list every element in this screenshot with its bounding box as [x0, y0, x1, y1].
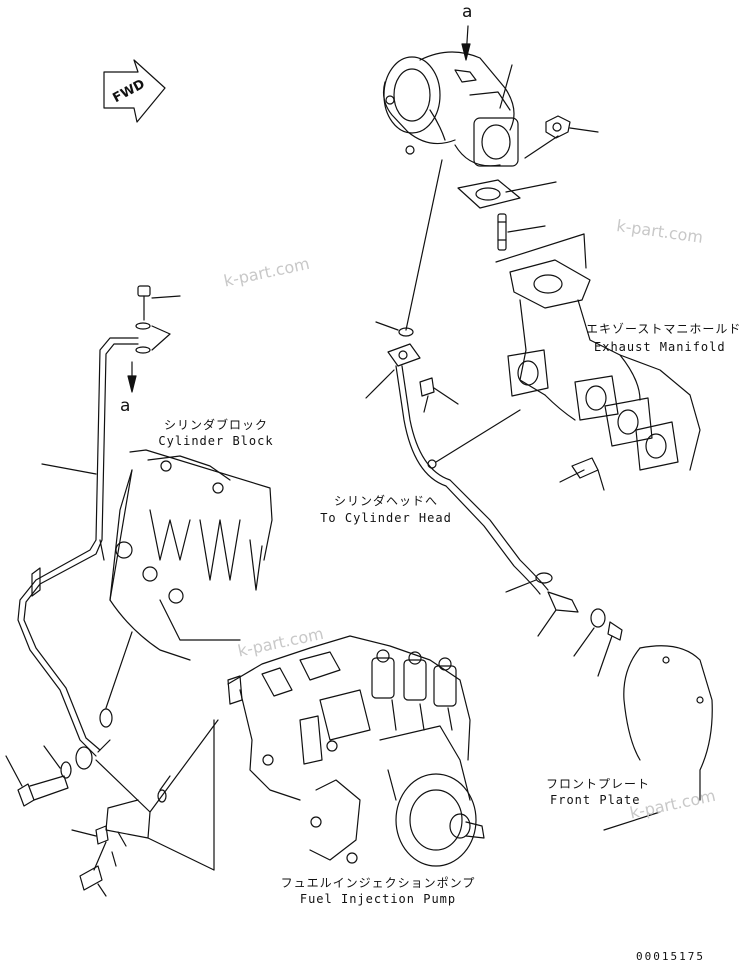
stud-bolt: [495, 213, 587, 269]
o-ring: [375, 321, 414, 337]
left-lower-washer: [43, 631, 133, 779]
left-oil-pipe: [17, 337, 139, 757]
fuel-injection-pump: [227, 635, 485, 867]
turbo-nut: [524, 115, 599, 159]
exhaust-manifold: [507, 259, 701, 471]
exhaust-manifold-label-en: Exhaust Manifold: [594, 340, 726, 354]
left-bolt-top: [137, 285, 181, 321]
left-lower-bracket: [95, 719, 219, 871]
pipe-union: [505, 572, 553, 593]
cylinder-head-label-jp: シリンダヘッドへ: [333, 494, 439, 508]
turbo-oil-pipe: [365, 343, 549, 595]
fuel-pump-label-en: Fuel Injection Pump: [299, 892, 457, 906]
cylinder-block-label-en: Cylinder Block: [158, 434, 274, 448]
ref-arrow-left-icon: [127, 361, 137, 393]
ref-arrow-top-icon: [461, 25, 471, 61]
fwd-arrow-icon: [103, 59, 166, 123]
cylinder-head-label-en: To Cylinder Head: [320, 511, 452, 525]
turbocharger: [382, 51, 519, 167]
exhaust-manifold-label-jp: エキゾーストマニホールド: [586, 322, 740, 336]
left-lower-clip: [71, 825, 117, 897]
cylinder-block: [109, 449, 273, 661]
hose-clamp: [573, 608, 606, 657]
rubber-hose: [537, 591, 579, 637]
fuel-pump-label-jp: フュエルインジェクションポンプ: [280, 876, 476, 890]
ref-letter-top: a: [462, 2, 473, 22]
turbo-gasket: [457, 179, 557, 209]
left-washer-top: [135, 322, 171, 354]
drawing-code: 00015175: [636, 950, 705, 963]
front-plate-label-en: Front Plate: [550, 793, 641, 807]
turbo-leader: [499, 64, 513, 109]
ref-letter-left: a: [120, 396, 131, 416]
connector: [597, 621, 623, 677]
front-plate-label-jp: フロントプレート: [546, 777, 651, 791]
front-plate: [603, 645, 713, 831]
leader-line: [405, 159, 443, 331]
flange-bolt: [419, 377, 459, 413]
cylinder-block-label-jp: シリンダブロック: [163, 418, 269, 432]
left-lower-bolt: [5, 755, 69, 807]
manifold-bolt: [559, 457, 605, 491]
